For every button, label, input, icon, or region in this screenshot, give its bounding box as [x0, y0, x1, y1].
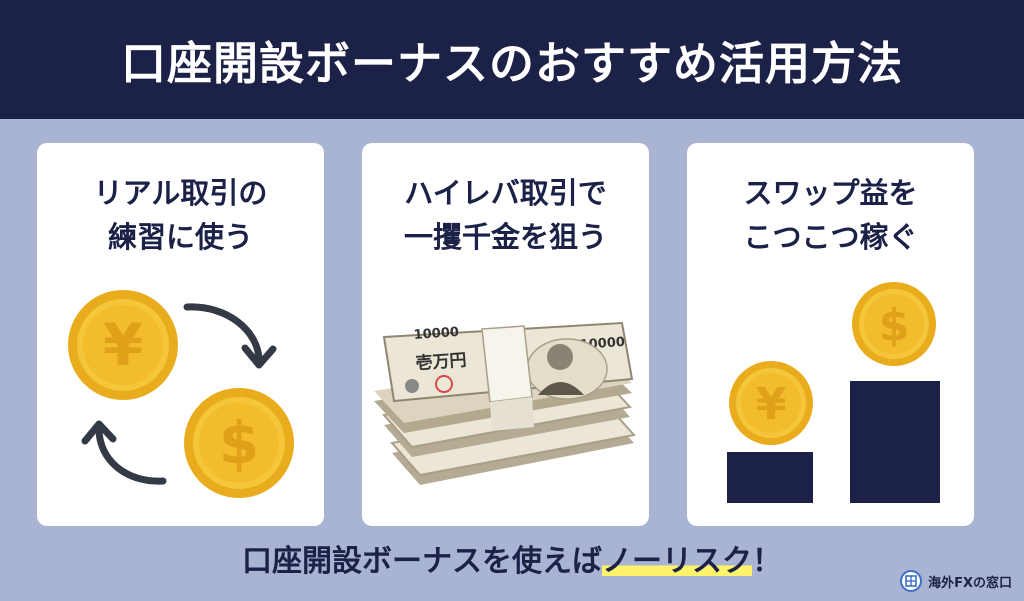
- page-title: 口座開設ボーナスのおすすめ活用方法: [120, 37, 903, 90]
- svg-text:10000: 10000: [413, 325, 459, 343]
- card-title-line-1: リアル取引の: [93, 176, 268, 210]
- svg-text:$: $: [879, 300, 910, 351]
- card-practice: リアル取引の 練習に使う ¥ $: [37, 143, 324, 526]
- card-title-line-2: 練習に使う: [107, 220, 253, 254]
- footer-text-prefix: 口座開設ボーナスを使えば: [242, 544, 602, 579]
- banknote-stack-icon: 10000 10000 壱万円: [374, 321, 636, 485]
- dollar-coin-icon: $: [852, 282, 936, 366]
- card-title: スワップ益を こつこつ稼ぐ: [687, 171, 974, 259]
- banknote-stack-illustration: 10000 10000 壱万円: [374, 321, 636, 485]
- dollar-coin-icon: $: [184, 388, 294, 498]
- yen-coin-icon: ¥: [729, 361, 813, 445]
- card-title: ハイレバ取引で 一攫千金を狙う: [362, 171, 649, 259]
- brand-name: 海外FXの窓口: [928, 575, 1012, 591]
- arrow-counterclockwise-icon: [81, 420, 167, 485]
- card-title-line-1: ハイレバ取引で: [404, 176, 607, 210]
- card-title-line-1: スワップ益を: [743, 176, 918, 210]
- tall-bar: [850, 381, 940, 503]
- footer-message: 口座開設ボーナスを使えばノーリスク！: [0, 536, 1024, 580]
- card-title: リアル取引の 練習に使う: [37, 171, 324, 259]
- footer-text-highlight: ノーリスク: [602, 544, 752, 579]
- svg-text:$: $: [219, 409, 259, 477]
- header-banner: 口座開設ボーナスのおすすめ活用方法: [0, 0, 1024, 119]
- brand-watermark: 海外FXの窓口: [900, 570, 1012, 592]
- svg-text:¥: ¥: [103, 311, 143, 379]
- footer-text-suffix: ！: [752, 544, 782, 579]
- arrow-clockwise-icon: [183, 303, 277, 369]
- svg-text:壱万円: 壱万円: [415, 349, 467, 374]
- currency-exchange-illustration: ¥ $: [68, 290, 294, 498]
- yen-coin-icon: ¥: [68, 290, 178, 400]
- card-title-line-2: こつこつ稼ぐ: [743, 220, 918, 254]
- growth-bars-illustration: ¥ $: [727, 282, 940, 503]
- card-title-line-2: 一攫千金を狙う: [403, 220, 607, 254]
- svg-text:¥: ¥: [756, 379, 787, 430]
- card-high-leverage: ハイレバ取引で 一攫千金を狙う 10000 10000 壱万円: [362, 143, 649, 526]
- card-swap-points: スワップ益を こつこつ稼ぐ ¥ $: [687, 143, 974, 526]
- window-logo-icon: [900, 570, 923, 592]
- short-bar: [727, 452, 813, 503]
